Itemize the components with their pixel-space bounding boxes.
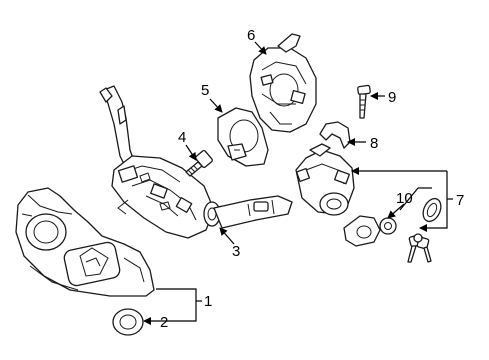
leader-line-1 xyxy=(143,288,197,325)
bolt-part xyxy=(357,84,371,119)
leader-line-10-bracket xyxy=(399,187,419,211)
clock-spring-part xyxy=(217,107,269,167)
callout-6: 6 xyxy=(247,27,255,44)
screw-part xyxy=(185,149,213,177)
callout-4: 4 xyxy=(178,129,186,146)
leader-line-4 xyxy=(185,144,197,161)
callout-1: 1 xyxy=(204,293,212,310)
column-shroud-part xyxy=(15,187,155,297)
leader-line-3 xyxy=(219,227,235,245)
callout-5: 5 xyxy=(201,82,209,99)
leader-line-10 xyxy=(387,203,405,219)
callout-8: 8 xyxy=(370,135,378,152)
leader-line-6 xyxy=(254,41,267,55)
keys-part xyxy=(407,197,442,263)
combination-switch-part xyxy=(99,85,293,239)
callout-2: 2 xyxy=(160,314,168,331)
leader-line-7 xyxy=(419,171,448,232)
leader-line-5 xyxy=(209,98,223,113)
callout-9: 9 xyxy=(388,89,396,106)
callout-10: 10 xyxy=(396,190,413,207)
angle-sensor-part xyxy=(249,33,317,133)
clamp-part xyxy=(319,121,351,149)
callout-7: 7 xyxy=(456,192,464,209)
key-cylinder-part xyxy=(343,215,397,247)
callout-3: 3 xyxy=(232,243,240,260)
lock-assembly-part xyxy=(295,143,355,216)
ring-part xyxy=(112,308,144,336)
